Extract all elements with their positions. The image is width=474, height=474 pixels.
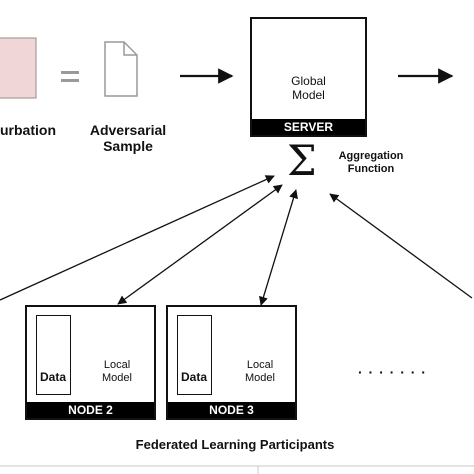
node-2-label: NODE 2 — [27, 402, 154, 418]
aggregation-function-label: Aggregation Function — [338, 150, 404, 175]
local-model-label: Local Model — [245, 359, 275, 384]
arrow-node1-to-aggregation — [0, 175, 275, 301]
node-3-label: NODE 3 — [168, 402, 295, 418]
node-2-box: Data Local Model NODE 2 — [25, 305, 156, 420]
adversarial-sample-label: Adversarial Sample — [89, 122, 167, 155]
arrow-node3-aggregation — [259, 189, 298, 306]
arrow-node2-aggregation — [117, 184, 283, 305]
document-icon — [104, 41, 138, 97]
server-label: SERVER — [252, 119, 365, 135]
server-box: Global Model SERVER — [250, 17, 367, 137]
sigma-icon: Σ — [287, 136, 317, 185]
global-model-label: Global Model — [291, 74, 326, 102]
data-container: Data — [36, 315, 71, 395]
node-3-box: Data Local Model NODE 3 — [166, 305, 297, 420]
more-nodes-ellipsis: · · · · · · · — [358, 364, 427, 380]
local-model-label: Local Model — [102, 359, 132, 384]
equals-icon — [61, 71, 79, 82]
data-container: Data — [177, 315, 212, 395]
arrow-noden-to-aggregation — [329, 193, 473, 299]
perturbation-label: urbation — [0, 122, 56, 138]
participants-label: Federated Learning Participants — [135, 437, 335, 452]
data-label: Data — [39, 370, 66, 384]
perturbation-box — [0, 37, 37, 99]
data-label: Data — [180, 370, 207, 384]
